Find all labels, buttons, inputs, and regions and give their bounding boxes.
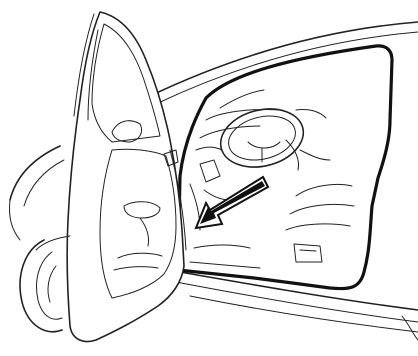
- car-door-icon: [67, 12, 186, 341]
- steering-wheel-icon: [214, 101, 309, 176]
- door-opening: [178, 46, 392, 289]
- front-fender: [9, 146, 70, 250]
- console-vent: [200, 160, 220, 182]
- interior: [190, 90, 354, 268]
- arrow-icon: [196, 177, 268, 228]
- front-wheel-icon: [20, 240, 62, 332]
- seat-icon: [286, 184, 354, 262]
